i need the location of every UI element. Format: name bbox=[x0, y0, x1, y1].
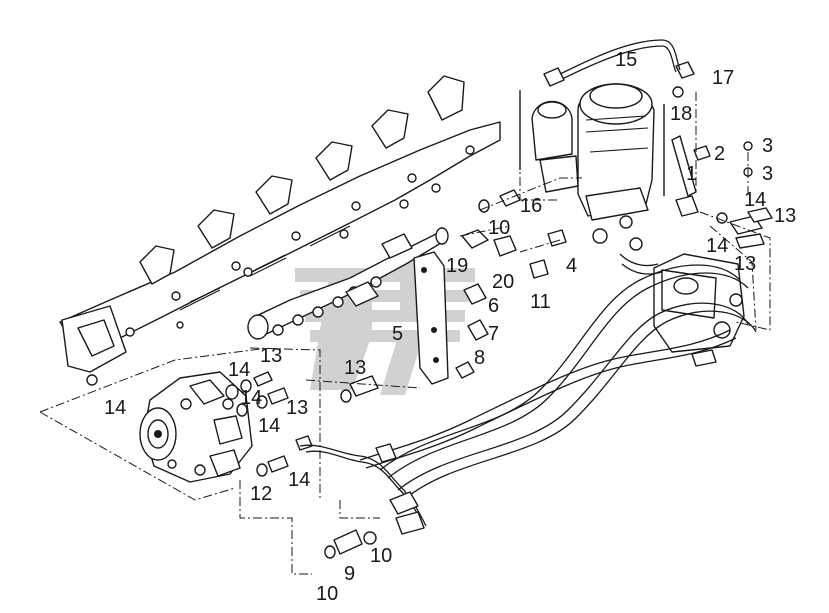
callout-2: 2 bbox=[714, 143, 725, 165]
callout-13e: 13 bbox=[286, 397, 308, 419]
fuel-pump-assembly bbox=[653, 253, 745, 367]
callout-14d: 14 bbox=[240, 387, 262, 409]
callout-20: 20 bbox=[492, 271, 514, 293]
fuel-lines bbox=[299, 39, 757, 535]
callout-13b: 13 bbox=[734, 253, 756, 275]
callout-8: 8 bbox=[474, 347, 485, 369]
callout-9: 9 bbox=[344, 563, 355, 585]
callout-6: 6 bbox=[488, 295, 499, 317]
pump-fittings bbox=[240, 371, 379, 559]
callout-11: 11 bbox=[530, 291, 551, 313]
callout-14f: 14 bbox=[104, 397, 126, 419]
callout-19: 19 bbox=[446, 255, 468, 277]
callout-14e: 14 bbox=[258, 415, 280, 437]
callout-13c: 13 bbox=[260, 345, 282, 367]
callout-5: 5 bbox=[392, 323, 403, 345]
exhaust-manifold bbox=[59, 75, 501, 386]
mounting-bracket bbox=[413, 251, 449, 385]
callout-14g: 14 bbox=[288, 469, 310, 491]
callout-3a: 3 bbox=[762, 135, 773, 157]
fuel-rail bbox=[247, 227, 449, 340]
callout-14a: 14 bbox=[744, 189, 766, 211]
callout-12: 12 bbox=[250, 483, 272, 505]
callout-13d: 13 bbox=[344, 357, 366, 379]
leader-lines bbox=[39, 92, 771, 575]
high-pressure-pump bbox=[139, 371, 253, 483]
callout-10a: 10 bbox=[488, 217, 510, 239]
callout-1: 1 bbox=[686, 163, 697, 185]
callout-14b: 14 bbox=[706, 235, 728, 257]
callout-15: 15 bbox=[615, 49, 637, 71]
fuel-filter-housing bbox=[519, 83, 665, 251]
callout-17: 17 bbox=[712, 67, 734, 89]
callout-13a: 13 bbox=[774, 205, 796, 227]
callout-10c: 10 bbox=[316, 583, 338, 605]
callout-18: 18 bbox=[670, 103, 692, 125]
callout-10b: 10 bbox=[370, 545, 392, 567]
callout-7: 7 bbox=[488, 323, 499, 345]
callout-labels: 15 17 18 1 2 3 3 14 13 14 13 16 10 19 4 … bbox=[104, 49, 796, 605]
callout-14c: 14 bbox=[228, 359, 250, 381]
callout-3b: 3 bbox=[762, 163, 773, 185]
right-fittings bbox=[671, 61, 773, 249]
callout-4: 4 bbox=[566, 255, 577, 277]
callout-16: 16 bbox=[520, 195, 542, 217]
